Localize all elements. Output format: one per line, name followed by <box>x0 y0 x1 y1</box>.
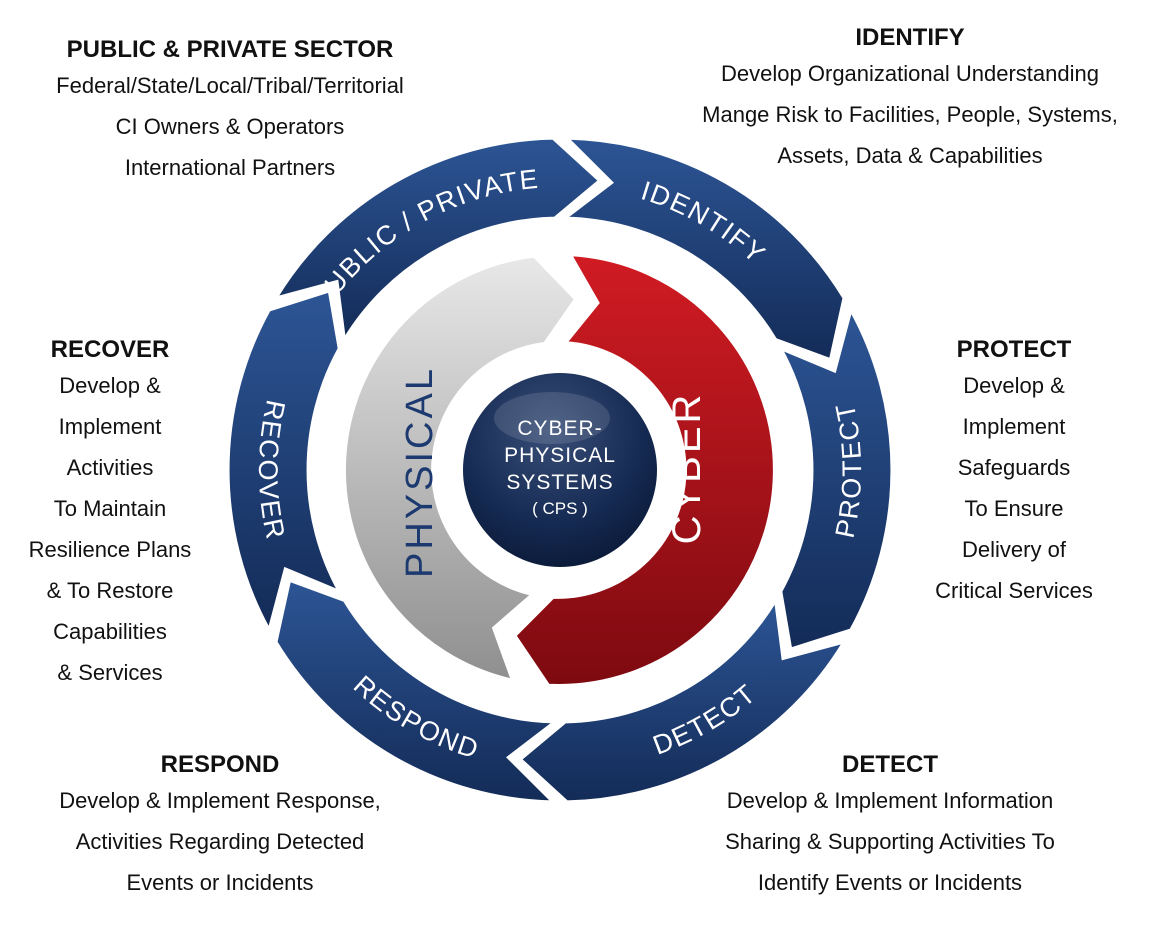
recover-line: & To Restore <box>46 578 174 603</box>
ring-segment-detect <box>518 596 848 804</box>
recover-line: Resilience Plans <box>28 537 192 562</box>
recover-line: Activities <box>66 455 154 480</box>
protect-line: Delivery of <box>962 537 1066 562</box>
recover-line: Implement <box>58 414 162 439</box>
core-line-1: CYBER- <box>517 417 602 440</box>
recover-line: Capabilities <box>53 619 167 644</box>
detect-line: Identify Events or Incidents <box>757 870 1023 895</box>
recover-line: & Services <box>57 660 163 685</box>
ring-segment-respond <box>274 578 560 804</box>
protect-line: Implement <box>962 414 1066 439</box>
respond-heading: RESPOND <box>160 751 280 778</box>
protect-line: To Ensure <box>964 496 1064 521</box>
recover-heading: RECOVER <box>50 336 170 363</box>
detect-line: Sharing & Supporting Activities To <box>725 829 1055 854</box>
public-private-line: Federal/State/Local/Tribal/Territorial <box>56 73 404 98</box>
cyber-arc <box>514 254 775 686</box>
public-private-line: International Partners <box>124 155 336 180</box>
ring-segment-protect <box>777 306 894 651</box>
public-private-block: PUBLIC & PRIVATE SECTOR Federal/State/Lo… <box>10 35 450 188</box>
recover-block: RECOVER Develop & Implement Activities T… <box>10 335 210 693</box>
detect-line: Develop & Implement Information <box>726 788 1054 813</box>
protect-block: PROTECT Develop & Implement Safeguards T… <box>910 335 1118 611</box>
respond-block: RESPOND Develop & Implement Response, Ac… <box>15 750 425 903</box>
core-line-3: SYSTEMS <box>506 471 613 494</box>
detect-block: DETECT Develop & Implement Information S… <box>680 750 1100 903</box>
respond-line: Activities Regarding Detected <box>75 829 365 854</box>
ring-segment-identify <box>560 136 846 362</box>
recover-line: Develop & <box>59 373 161 398</box>
core-line-4: ( CPS ) <box>532 499 588 518</box>
public-private-heading: PUBLIC & PRIVATE SECTOR <box>66 36 394 63</box>
identify-line: Assets, Data & Capabilities <box>777 143 1043 168</box>
protect-line: Safeguards <box>957 455 1071 480</box>
identify-line: Develop Organizational Understanding <box>721 61 1099 86</box>
public-private-line: CI Owners & Operators <box>115 114 345 139</box>
protect-heading: PROTECT <box>956 336 1072 363</box>
respond-line: Events or Incidents <box>126 870 314 895</box>
physical-arc <box>343 255 577 681</box>
protect-line: Develop & <box>963 373 1065 398</box>
ring-segment-recover <box>226 289 343 634</box>
ring-segment-public-private <box>272 136 602 344</box>
respond-line: Develop & Implement Response, <box>59 788 381 813</box>
outer-ring: PUBLIC / PRIVATEIDENTIFYPROTECTDETECTRES… <box>226 136 894 804</box>
identify-heading: IDENTIFY <box>855 24 965 51</box>
physical-label: PHYSICAL <box>399 366 441 578</box>
core-line-2: PHYSICAL <box>504 444 616 467</box>
core-circle: CYBER- PHYSICAL SYSTEMS ( CPS ) <box>457 367 663 573</box>
identify-block: IDENTIFY Develop Organizational Understa… <box>655 23 1160 176</box>
protect-line: Critical Services <box>935 578 1093 603</box>
inner-ring: PHYSICAL CYBER <box>343 254 775 686</box>
identify-line: Mange Risk to Facilities, People, System… <box>702 102 1118 127</box>
cyber-label: CYBER <box>665 392 709 545</box>
recover-line: To Maintain <box>53 496 167 521</box>
detect-heading: DETECT <box>842 751 938 778</box>
